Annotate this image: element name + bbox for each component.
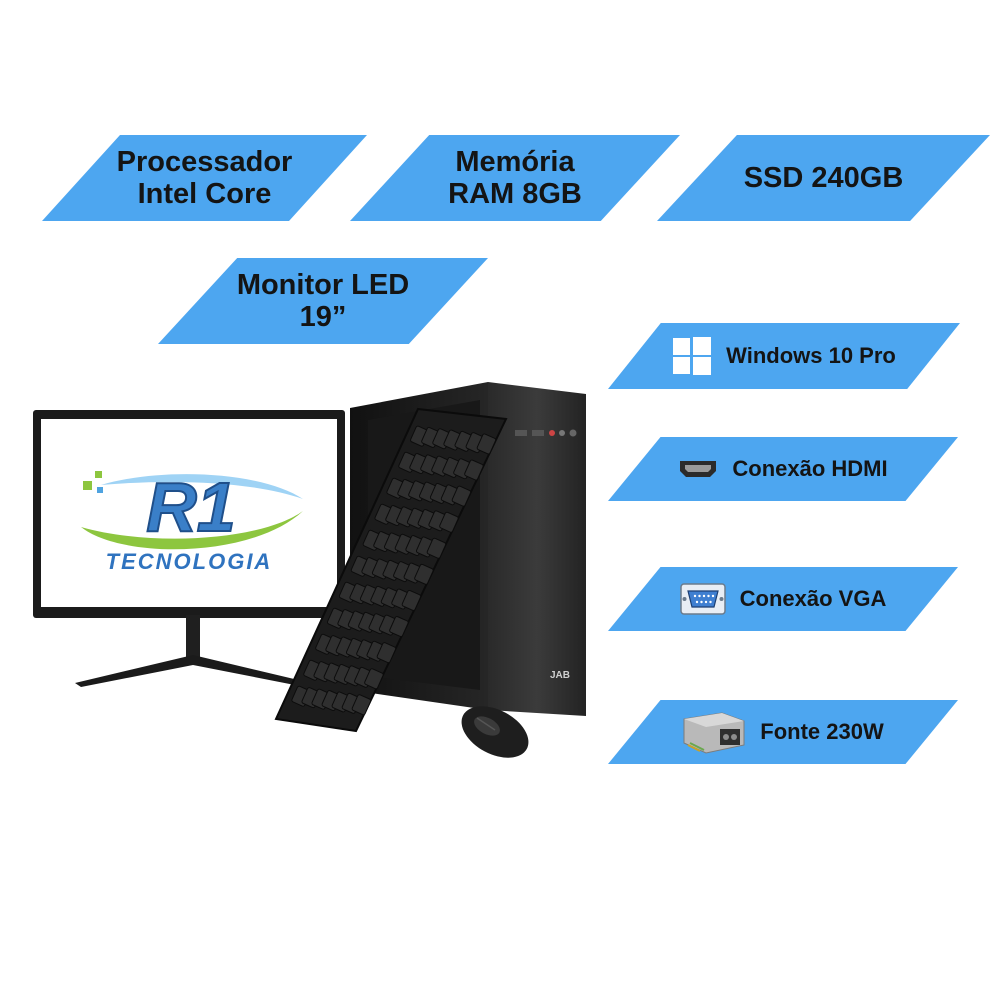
keyboard-key [364,668,384,690]
tag-windows-label: Windows 10 Pro [726,342,896,368]
keyboard-key [426,537,447,559]
monitor-stand [75,615,311,687]
keyboard-key [439,511,459,533]
tag-processor-text: Processador Intel Core [116,145,293,210]
brand-logo: R1 TECNOLOGIA [81,467,303,574]
vga-port-icon [679,583,726,615]
tag-memory: Memória RAM 8GB [350,135,680,221]
keyboard-key [351,694,372,716]
logo-pixel [83,481,92,490]
keyboard-key [451,485,472,507]
keyboard-key [389,616,409,638]
keyboard-key [464,459,484,481]
tag-hdmi: Conexão HDMI [608,437,958,501]
logo-mark: R1 [146,468,235,546]
keyboard [274,407,508,733]
tower-badge: JAB [550,670,570,681]
audio-jack [549,430,555,436]
monitor-screen: R1 TECNOLOGIA [41,419,337,607]
keyboard-key [414,563,434,585]
tag-psu: Fonte 230W [608,700,958,764]
tag-ssd: SSD 240GB [657,135,990,221]
tag-psu-label: Fonte 230W [760,718,884,744]
power-button [569,429,577,437]
monitor: R1 TECNOLOGIA [33,410,345,690]
keyboard-key [476,433,497,455]
tag-vga-label: Conexão VGA [739,585,887,611]
tag-ssd-text: SSD 240GB [743,161,904,194]
audio-jack [559,430,565,436]
hdmi-port-icon [680,461,717,477]
mouse [461,706,529,758]
usb-port [532,430,544,436]
tag-windows: Windows 10 Pro [608,323,960,389]
monitor-bezel: R1 TECNOLOGIA [33,410,345,618]
tag-vga: Conexão VGA [608,567,958,631]
windows-logo-icon [673,337,712,375]
tag-monitor: Monitor LED 19” [158,258,488,344]
keyboard-keys [291,425,497,716]
logo-swoosh-blue [101,474,303,499]
tag-monitor-text: Monitor LED 19” [236,268,410,333]
keyboard-key [401,589,422,611]
logo-pixel [95,471,102,478]
power-supply-icon [683,712,745,754]
tag-hdmi-label: Conexão HDMI [732,455,888,481]
logo-swoosh-green [81,511,303,550]
logo-pixel [97,487,103,493]
keyboard-key [376,642,397,664]
tag-processor: Processador Intel Core [42,135,367,221]
tag-memory-text: Memória RAM 8GB [448,145,582,210]
usb-port [515,430,527,436]
logo-word: TECNOLOGIA [106,549,273,574]
